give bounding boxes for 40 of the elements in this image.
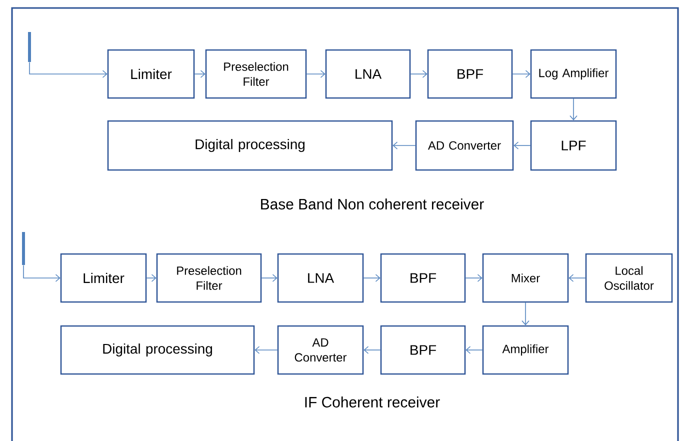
arrow <box>306 70 326 78</box>
arrow <box>194 70 206 78</box>
arrow <box>29 62 108 78</box>
block-box: Limiter <box>107 49 195 99</box>
block-box: AD Converter <box>277 325 364 375</box>
arrow <box>410 70 428 78</box>
arrow <box>514 142 531 150</box>
arrow <box>23 264 60 282</box>
caption: Base Band Non coherent receiver <box>261 198 484 210</box>
arrow <box>363 274 380 282</box>
block-box: LPF <box>530 120 617 171</box>
block-box: Limiter <box>60 253 147 303</box>
block-box: LNA <box>325 49 411 99</box>
block-box: Digital processing <box>107 120 393 171</box>
block-box: Local Oscillator <box>585 253 673 303</box>
arrow <box>522 302 530 326</box>
block-box: BPF <box>427 49 513 99</box>
block-box: Preselection Filter <box>205 49 307 99</box>
block-box: Preselection Filter <box>156 253 262 303</box>
arrow <box>261 274 278 282</box>
arrow <box>146 274 156 282</box>
block-box: BPF <box>380 253 466 303</box>
arrow <box>512 70 530 78</box>
arrow <box>466 346 483 354</box>
arrow <box>568 274 586 282</box>
antenna-bar <box>22 232 25 265</box>
arrow <box>254 346 278 354</box>
caption: IF Coherent receiver <box>305 396 440 408</box>
arrow <box>392 142 416 150</box>
arrow <box>465 274 482 282</box>
block-box: Log Amplifier <box>530 49 617 99</box>
arrow <box>570 98 578 120</box>
block-box: Amplifier <box>482 325 569 375</box>
block-box: BPF <box>380 325 466 375</box>
antenna-bar <box>28 32 31 62</box>
block-box: Mixer <box>482 253 569 303</box>
block-box: AD Converter <box>415 120 514 171</box>
block-box: LNA <box>277 253 364 303</box>
block-box: Digital processing <box>60 325 255 375</box>
arrow <box>364 346 381 354</box>
